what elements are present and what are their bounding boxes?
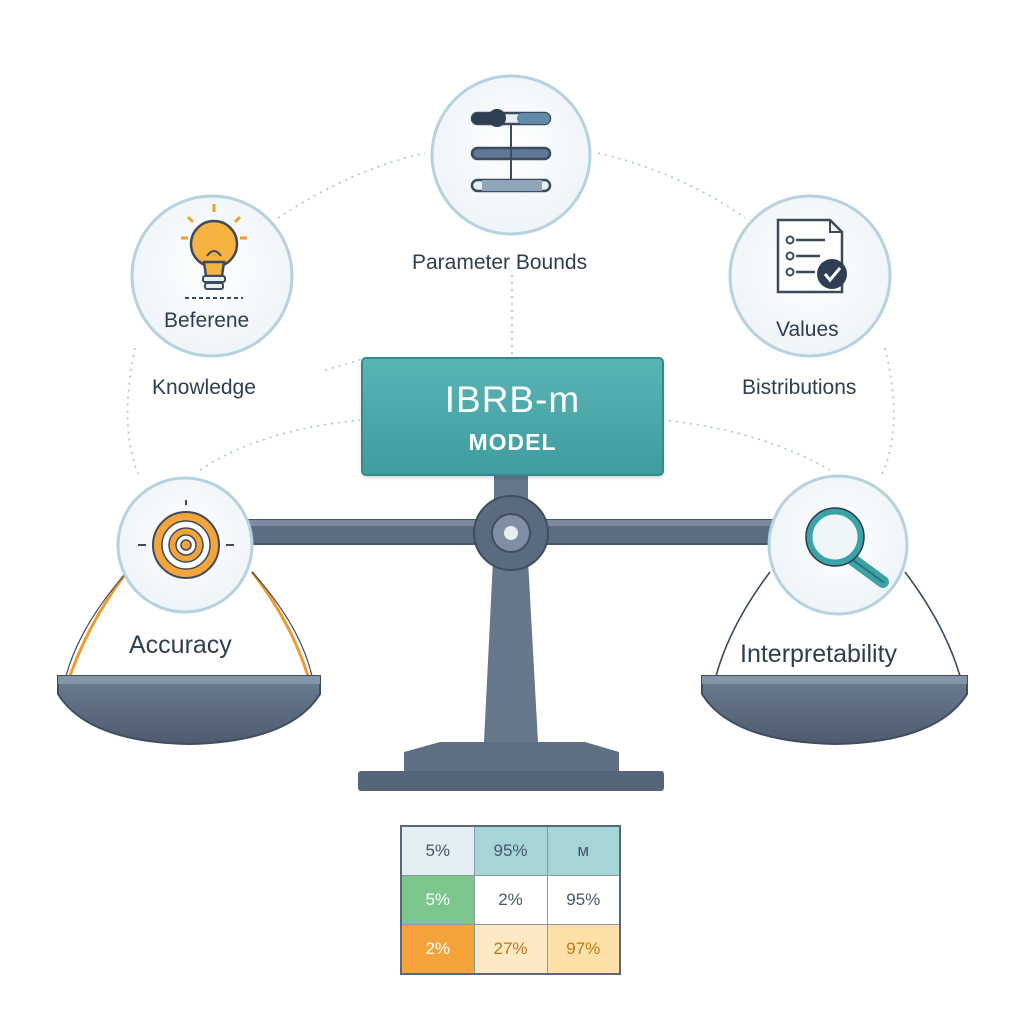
percentage-table: 5% 95% м 5% 2% 95% 2% 27% 97% <box>400 825 621 975</box>
table-row: 5% 95% м <box>400 825 621 877</box>
table-cell: 97% <box>546 923 621 975</box>
accuracy-label: Accuracy <box>129 631 232 659</box>
knowledge-label: Knowledge <box>152 376 256 399</box>
balance-scale <box>57 472 968 791</box>
table-cell: 95% <box>473 825 548 877</box>
magnifier-icon <box>805 507 889 588</box>
table-cell: 27% <box>473 923 548 975</box>
checklist-icon <box>776 218 847 294</box>
parameter-bounds-label: Parameter Bounds <box>412 251 588 274</box>
distributions-label: Bistributions <box>742 376 857 399</box>
knowledge-inner-label: Beferene <box>164 309 250 332</box>
connector-lines <box>126 152 895 479</box>
distributions-inner-label: Values <box>776 318 839 341</box>
accuracy-node <box>116 476 254 614</box>
lightbulb-icon <box>181 204 247 299</box>
distributions-node <box>728 194 892 358</box>
table-cell: 95% <box>546 875 621 925</box>
sliders-icon <box>470 109 552 193</box>
model-subtitle: MODEL <box>468 429 557 455</box>
model-title: IBRB-m <box>444 379 581 420</box>
knowledge-node <box>130 194 294 358</box>
table-cell: 5% <box>400 875 475 925</box>
parameter-bounds-node <box>430 74 592 236</box>
interpretability-node <box>767 474 909 616</box>
table-row: 5% 2% 95% <box>400 875 621 925</box>
interpretability-label: Interpretability <box>740 640 898 668</box>
table-row: 2% 27% 97% <box>400 923 621 975</box>
table-cell: 2% <box>473 875 548 925</box>
table-cell: 5% <box>400 825 475 877</box>
table-cell: м <box>546 825 621 877</box>
table-cell: 2% <box>400 923 475 975</box>
target-icon <box>138 500 234 579</box>
model-box: IBRB-m MODEL <box>361 357 664 476</box>
